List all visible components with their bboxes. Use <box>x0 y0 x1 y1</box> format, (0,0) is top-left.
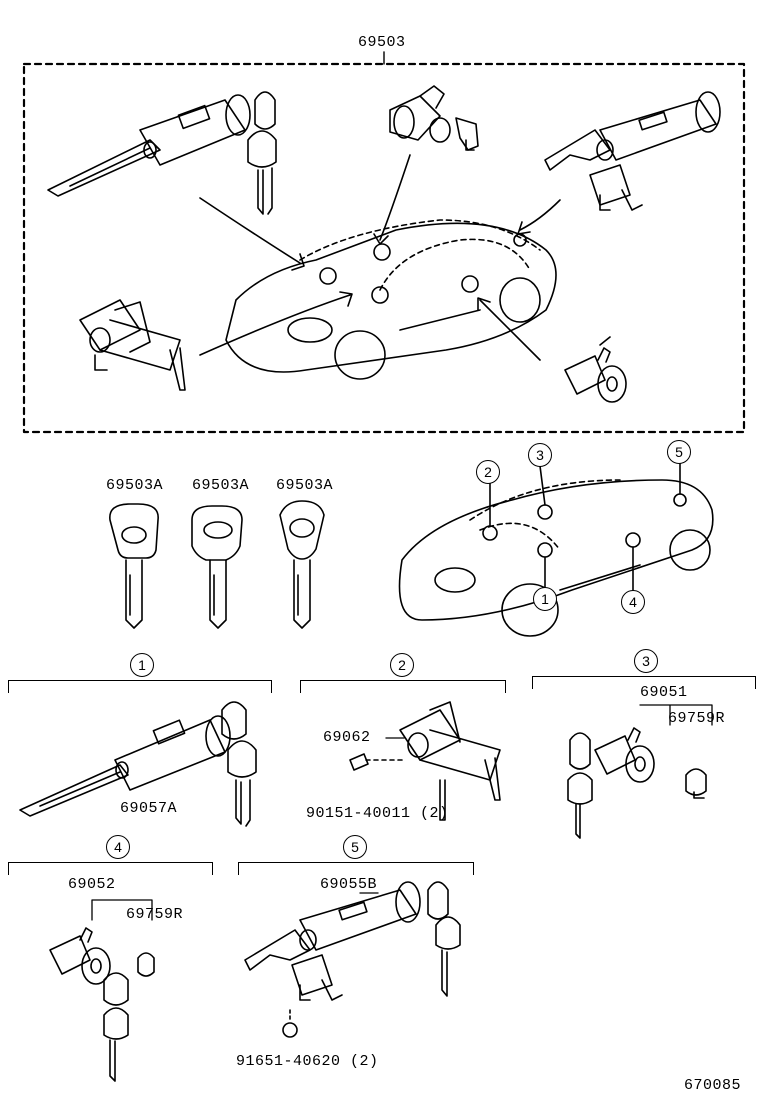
assembly-frame <box>22 62 746 434</box>
ignition-cylinder-drawing <box>47 91 277 215</box>
locator-marker-3: 3 <box>528 443 552 467</box>
group-5-index: 5 <box>343 835 367 859</box>
group-1-part-1: 69057A <box>120 800 178 817</box>
group-3-bracket <box>532 676 756 689</box>
group-3-part-1: 69051 <box>640 684 688 701</box>
group-2-bracket <box>300 680 506 693</box>
group-2-index: 2 <box>390 653 414 677</box>
key-label-2: 69503A <box>192 477 250 494</box>
key-2-drawing <box>191 505 243 629</box>
group-4-part-1: 69052 <box>68 876 116 893</box>
glove-box-lock-drawing <box>79 299 186 391</box>
group-5-part-2: 91651-40620 (2) <box>236 1053 379 1070</box>
group-5-drawing <box>244 881 461 1038</box>
group-4-drawing <box>49 927 155 1082</box>
group-2-drawing <box>349 701 501 821</box>
group-3-part-2: 69759R <box>668 710 726 727</box>
group-leaders <box>91 704 713 921</box>
group-5-bracket <box>238 862 474 875</box>
hatch-lock-drawing <box>544 91 721 211</box>
group-1-bracket <box>8 680 272 693</box>
group-4-part-2: 69759R <box>126 906 184 923</box>
trunk-lock-drawing <box>389 85 479 151</box>
group-2-part-1: 69062 <box>323 729 371 746</box>
group-2-part-2: 90151-40011 (2) <box>306 805 449 822</box>
diagram-id: 670085 <box>684 1077 742 1094</box>
locator-marker-2: 2 <box>476 460 500 484</box>
key-label-1: 69503A <box>106 477 164 494</box>
key-3-drawing <box>279 500 325 629</box>
key-label-3: 69503A <box>276 477 334 494</box>
key-1-drawing <box>109 503 159 629</box>
locator-marker-5: 5 <box>667 440 691 464</box>
locator-marker-1: 1 <box>533 587 557 611</box>
group-4-index: 4 <box>106 835 130 859</box>
group-1-drawing <box>19 701 257 827</box>
locator-marker-4: 4 <box>621 590 645 614</box>
group-4-bracket <box>8 862 213 875</box>
key-drawings <box>109 500 325 629</box>
callout-arrows <box>199 154 561 361</box>
group-1-index: 1 <box>130 653 154 677</box>
car-outline-locator <box>398 462 714 637</box>
group-3-index: 3 <box>634 649 658 673</box>
assembly-part-number: 69503 <box>358 34 406 51</box>
car-outline-top <box>225 219 557 380</box>
door-lock-drawing <box>564 336 627 403</box>
group-3-drawing <box>567 727 707 839</box>
group-5-part-1: 69055B <box>320 876 378 893</box>
